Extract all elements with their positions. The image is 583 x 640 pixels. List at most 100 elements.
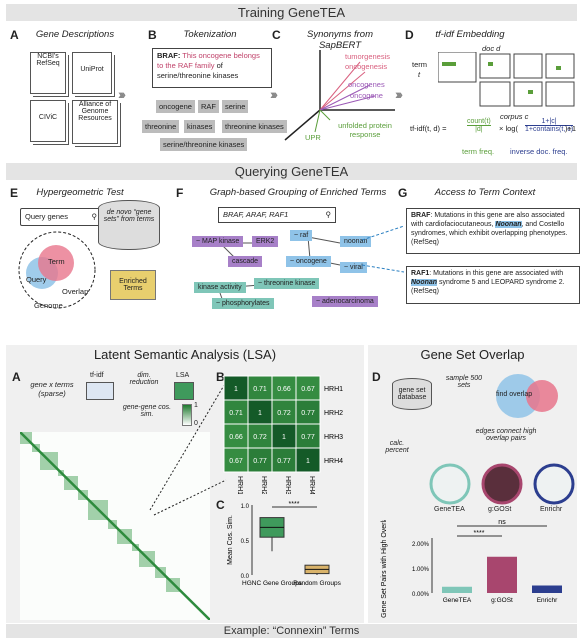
sample-label: sample 500 sets [445,375,483,389]
panel-d-label: D [405,28,414,42]
node-adenocarcinoma: ~ adenocarcinoma [312,296,378,307]
net-label-gost: g:GOSt [488,506,512,513]
log-close: )+1 [565,124,577,133]
node-map-kinase: ~ MAP kinase [192,236,244,247]
y-tick-label: 0.5 [241,539,250,545]
sparse-matrix-icon [86,382,114,400]
context-arrows [361,225,405,273]
search-icon: ⚲ [325,210,332,219]
panel-d-title: tf-idf Embedding [435,29,505,40]
lsa-matrix-icon [174,382,194,400]
heat-cell-value: 1 [306,458,310,465]
y-axis-label: Gene Set Pairs with High Overlap [381,520,388,618]
node-viral: ~ viral [340,262,367,273]
overlap-bar-chart: 2.00%1.00%0.00%Gene Set Pairs with High … [381,520,562,618]
panel-b-label: B [148,28,157,42]
lsa-label: LSA [176,372,190,379]
network-rings [429,463,575,505]
heat-cell [247,423,273,449]
heat-cell-value: 0.66 [229,434,243,441]
chevron-arrow-icon: ››› [270,86,278,102]
dim-reduction-label: dim. reduction [129,372,159,386]
heat-cell-value: 0.67 [301,386,315,393]
log-open: × log( [499,124,518,133]
brief-box: BRAF: This oncogene belongs to the RAF f… [152,48,272,88]
calc-label: calc. percent [385,440,409,454]
doc-d-label: doc d [482,44,501,53]
heat-cell-value: 0.77 [277,458,291,465]
heat-row-label: HRH3 [324,434,343,441]
heat-cell [223,423,249,449]
heat-cell-value: 1 [282,434,286,441]
braf-context-box: BRAF: Mutations in this gene are also as… [406,208,580,254]
net-label-geneTEA: GeneTEA [434,506,465,513]
panel-f-label: F [176,186,184,200]
query-genes-box[interactable]: Query genes⚲ [20,208,102,226]
chip-serine-threonine-kinases: serine/threonine kinases [160,138,248,151]
heat-cell-value: 1 [234,386,238,393]
term-oncogenesis: oncogenesis [345,62,388,71]
lsa-banner: Latent Semantic Analysis (LSA) [93,347,277,362]
heat-cell-value: 0.77 [253,458,267,465]
edges-label: edges connect high overlap pairs [475,428,537,442]
y-tick-label: 0.0 [241,574,250,580]
gene-set-database-icon: gene set database [392,378,432,410]
chip-serine: serine [222,100,249,113]
corpus-label: corpus c [500,112,529,121]
scale-lo: 0 [194,420,198,427]
y-axis-label: Mean Cos. Sim. [227,515,234,565]
panel-f-title: Graph-based Grouping of Enriched Terms [209,187,387,198]
panel-b-title: Tokenization [183,29,237,40]
zoom-lines [149,381,227,516]
node-raf: ~ raf [290,230,313,241]
venn-term-label: Term [48,257,65,266]
lsa-a-label: A [12,370,21,384]
scale-hi: 1 [194,402,198,409]
heat-col-label: HRH4 [308,476,315,494]
heat-cell-value: 0.72 [277,410,291,417]
heat-cell [295,375,321,401]
node-erk2: ERK2 [252,236,279,247]
venn-genome-label: Genome [34,301,63,310]
color-scale-bar [182,404,192,426]
node-threonine-kinase: ~ threonine kinase [254,278,320,289]
tfidf-matrix [438,52,575,107]
find-overlap-venn [496,374,558,418]
tfidf-label: tf-idf [90,372,104,379]
chip-kinases: kinases [184,120,216,133]
chevron-arrow-icon: ››› [118,86,126,102]
heat-row-label: HRH2 [324,410,343,417]
net-label-enrichr: Enrichr [540,506,563,513]
doc-uniprot: UniProt [72,52,112,94]
bar [442,586,472,593]
lsa-b-label: B [216,370,225,384]
term-oncogene: oncogene [350,91,383,100]
panel-e-label: E [10,186,19,200]
venn-query-label: Query [26,275,47,284]
node-kinase-activity: kinase activity [194,282,246,293]
gxt-label: gene x terms (sparse) [30,380,74,398]
heat-cell-value: 0.66 [277,386,291,393]
panel-c-title: Synonyms from SapBERT [307,29,373,51]
panel-g-label: G [398,186,408,200]
x-tick-label: Enrichr [537,597,558,604]
training-banner: Training GeneTEA [6,4,577,21]
heat-row-label: HRH4 [324,458,343,465]
sig-label: **** [289,501,300,508]
node-phosphorylates: ~ phosphorylates [212,298,274,309]
overlap-d-label: D [372,370,381,384]
y-tick-label: 2.00% [412,542,430,548]
heat-cell [295,399,321,425]
heat-cell [295,447,321,473]
term-tumorgenesis: tumorgenesis [345,52,391,61]
panel-a-title: Gene Descriptions [35,29,115,40]
gene-search-box[interactable]: BRAF, ARAF, RAF1⚲ [218,207,336,223]
querying-banner: Querying GeneTEA [6,163,577,180]
find-overlap-label: find overlap [496,391,533,398]
term-oncogenes: oncogenes [348,80,385,89]
denovo-database-icon: de novo “gene sets” from terms [98,200,160,250]
heat-row-label: HRH1 [324,386,343,393]
t-label: t [418,70,421,79]
